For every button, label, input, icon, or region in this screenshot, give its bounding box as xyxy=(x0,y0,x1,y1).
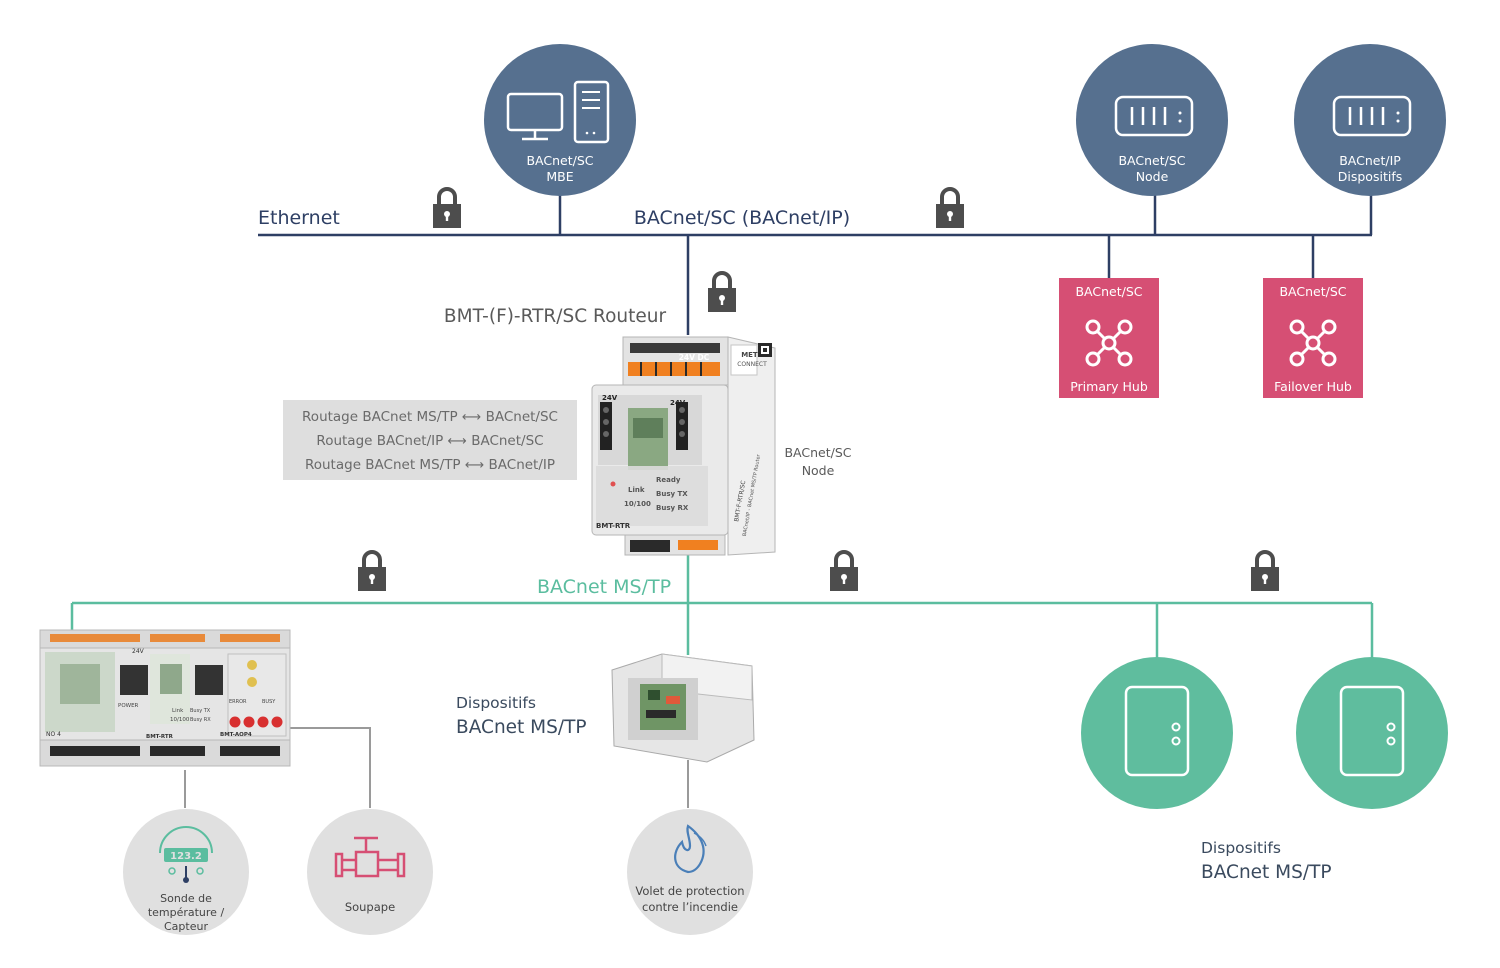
temperature-display: 123.2 xyxy=(170,851,202,862)
bacnet-mstp-network-label: BACnet MS/TP xyxy=(537,576,671,598)
router-title: BMT-(F)-RTR/SC Routeur xyxy=(444,306,667,327)
fire-damper-label-line1: Volet de protection xyxy=(635,884,744,898)
router-node-label-line2: Node xyxy=(802,463,835,478)
valve-label: Soupape xyxy=(345,900,395,914)
router-brand-sub-label: CONNECT xyxy=(737,361,767,368)
router-led-busy-tx: Busy TX xyxy=(656,490,688,498)
primary-hub-label: Primary Hub xyxy=(1070,379,1148,394)
router-voltage-left: 24V xyxy=(602,394,618,402)
lock-icon xyxy=(934,187,966,230)
thermometer-icon: 123.2 xyxy=(159,826,213,883)
rack-voltage-label: 24V xyxy=(132,648,145,655)
failover-hub-label: Failover Hub xyxy=(1274,379,1352,394)
flame-icon xyxy=(674,824,707,874)
router-led-link: Link xyxy=(628,486,645,494)
lock-icon xyxy=(828,550,860,593)
sensor-connection-lines xyxy=(184,727,689,808)
lock-icon xyxy=(356,550,388,593)
rack-error-label: ERROR xyxy=(229,699,247,705)
ethernet-network-lines xyxy=(258,190,1373,335)
valve-node: Soupape xyxy=(307,809,433,935)
router-voltage-label: 24V DC xyxy=(679,353,710,362)
center-devices-label-line1: Dispositifs xyxy=(456,694,536,712)
sc-node-label-line1: BACnet/SC xyxy=(1118,153,1185,168)
fire-damper-label-line2: contre l’incendie xyxy=(642,900,738,914)
router-node-label-line1: BACnet/SC xyxy=(784,445,851,460)
rack-no4-label: NO 4 xyxy=(46,731,61,738)
mstp-device-node-2 xyxy=(1296,657,1448,809)
router-led-speed: 10/100 xyxy=(624,500,651,508)
bacnet-sc-mbe-node: BACnet/SC MBE xyxy=(484,44,636,196)
temperature-sensor-node: 123.2 Sonde de température / Capteur xyxy=(123,809,249,935)
failover-hub-title: BACnet/SC xyxy=(1279,284,1346,299)
ip-devices-label-line1: BACnet/IP xyxy=(1339,153,1401,168)
primary-hub: BACnet/SC Primary Hub xyxy=(1059,278,1159,398)
right-devices-label-line2: BACnet MS/TP xyxy=(1201,862,1332,883)
primary-hub-title: BACnet/SC xyxy=(1075,284,1142,299)
rack-bmt-aop4-label: BMT-AOP4 xyxy=(220,732,252,738)
routing-line-2: Routage BACnet/IP ⟷ BACnet/SC xyxy=(316,433,543,449)
sc-node-label-line2: Node xyxy=(1136,169,1169,184)
rack-speed-label: 10/100 xyxy=(170,717,190,723)
router-led-busy-rx: Busy RX xyxy=(656,504,689,512)
router-led-ready: Ready xyxy=(656,476,681,484)
routing-line-1: Routage BACnet MS/TP ⟷ BACnet/SC xyxy=(302,409,558,425)
temp-sensor-label-line3: Capteur xyxy=(164,920,208,933)
rack-bmt-rtr-label: BMT-RTR xyxy=(146,734,174,740)
temp-sensor-label-line1: Sonde de xyxy=(160,892,212,905)
rack-link-label: Link xyxy=(172,708,184,714)
rack-power-label: POWER xyxy=(118,703,139,709)
right-devices-label-line1: Dispositifs xyxy=(1201,839,1281,857)
mstp-device-node-1 xyxy=(1081,657,1233,809)
module-rack-image: 24V POWER Link Busy TX 10/100 Busy RX ER… xyxy=(39,629,291,767)
bacnet-ip-devices-node: BACnet/IP Dispositifs xyxy=(1294,44,1446,196)
ip-devices-label-line2: Dispositifs xyxy=(1338,169,1402,184)
ethernet-label: Ethernet xyxy=(258,207,340,229)
rack-busy-rx-label: Busy RX xyxy=(190,717,211,723)
bacnet-sc-node: BACnet/SC Node xyxy=(1076,44,1228,196)
router-model-label: BMT-RTR xyxy=(596,522,631,530)
rack-busy-label: BUSY xyxy=(262,699,276,705)
bacnet-sc-network-label: BACnet/SC (BACnet/IP) xyxy=(634,207,850,229)
fire-damper-node: Volet de protection contre l’incendie xyxy=(627,809,753,935)
lock-icon xyxy=(431,187,463,230)
lock-icon xyxy=(1249,550,1281,593)
mbe-label-line2: MBE xyxy=(546,169,573,184)
center-devices-label-line2: BACnet MS/TP xyxy=(456,717,587,738)
router-voltage-right: 24V xyxy=(670,399,686,407)
fire-damper-module-image xyxy=(611,653,755,763)
router-device-image: 24V DC METZ CONNECT BMT-F-RTR/SC BACnet/… xyxy=(591,336,776,556)
rack-busy-tx-label: Busy TX xyxy=(190,708,211,714)
routing-line-3: Routage BACnet MS/TP ⟷ BACnet/IP xyxy=(305,457,555,473)
mbe-label-line1: BACnet/SC xyxy=(526,153,593,168)
lock-icon xyxy=(706,271,738,314)
workstation-icon xyxy=(506,80,610,144)
temp-sensor-label-line2: température / xyxy=(148,906,225,919)
routing-info-box: Routage BACnet MS/TP ⟷ BACnet/SC Routage… xyxy=(283,400,577,480)
valve-icon xyxy=(334,836,406,878)
failover-hub: BACnet/SC Failover Hub xyxy=(1263,278,1363,398)
router-brand-label: METZ xyxy=(741,351,763,359)
